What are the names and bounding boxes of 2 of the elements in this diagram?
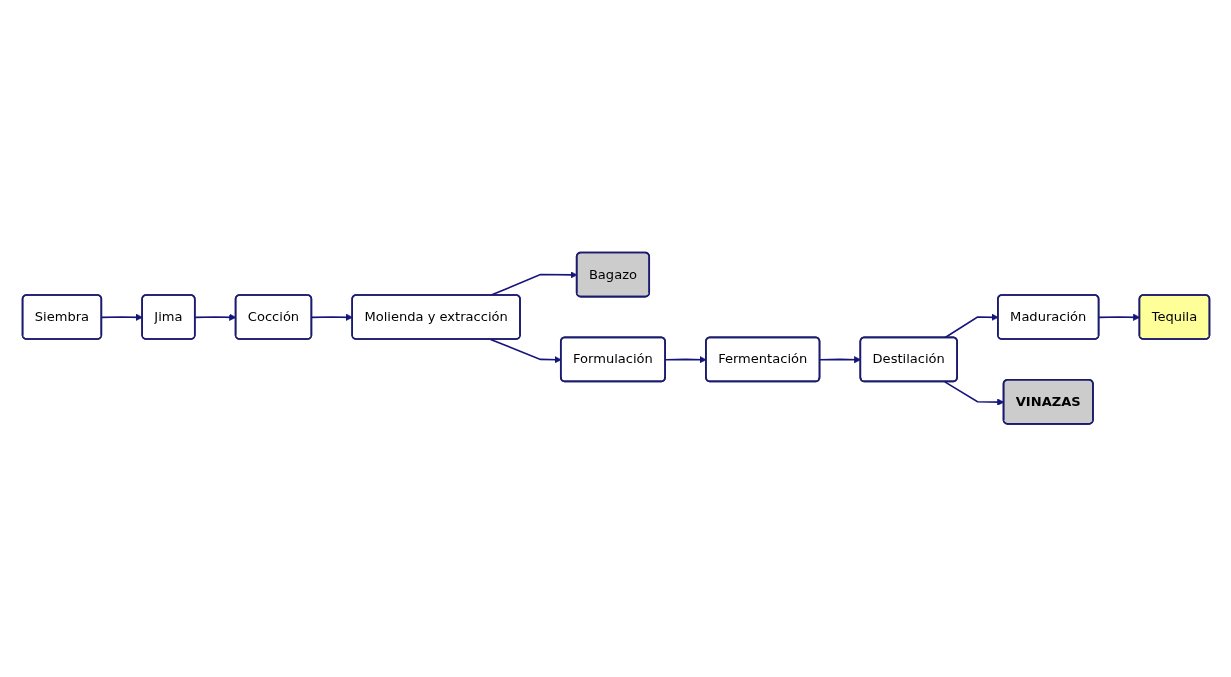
arrow [489, 338, 561, 364]
arrow [943, 381, 1004, 406]
